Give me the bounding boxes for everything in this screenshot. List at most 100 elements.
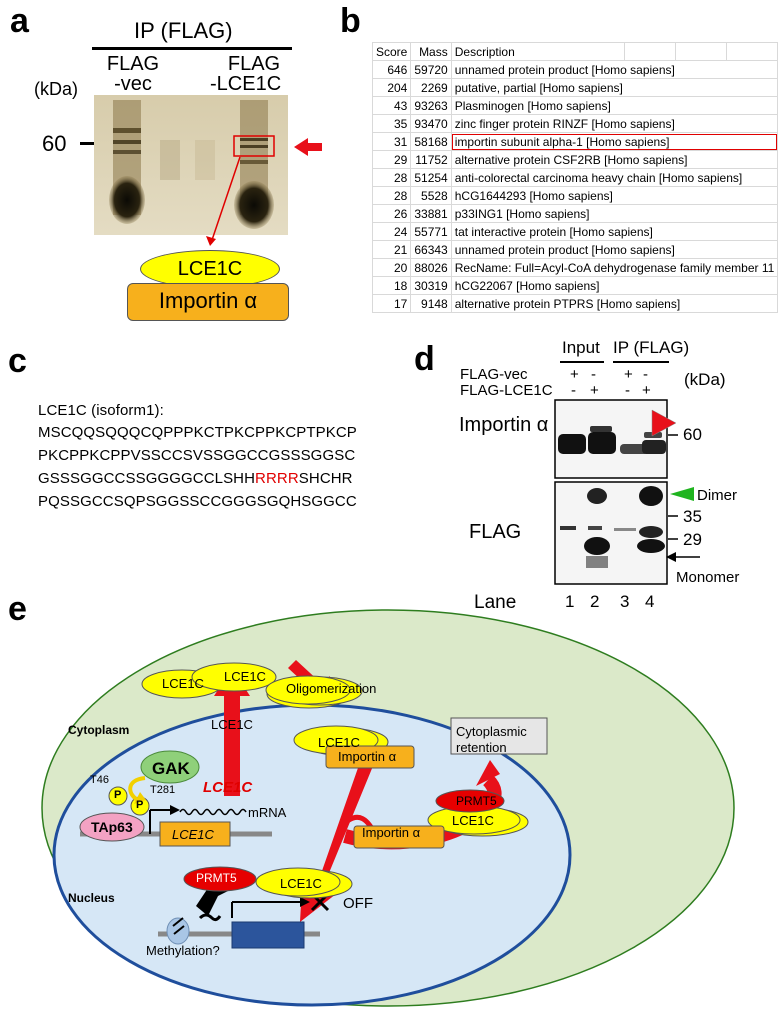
t281-label: T281 — [150, 784, 176, 796]
ip-bracket-line — [92, 47, 292, 50]
oligomerization-label: Oligomerization — [286, 681, 377, 696]
lce1c-complex-label: LCE1C — [318, 735, 360, 750]
western-blot-image — [554, 399, 668, 585]
lce1c-cyto-3: LCE1C — [211, 717, 253, 732]
importin-box-a — [127, 283, 289, 321]
importin-alpha-blot-label: Importin α — [459, 414, 549, 436]
table-cell-mass: 51254 — [410, 168, 452, 187]
table-cell-score: 20 — [371, 258, 412, 277]
table-cell-desc: alternative protein PTPRS [Homo sapiens] — [450, 294, 778, 313]
silver-gel-image — [94, 95, 322, 246]
sequence-line-1: MSCQQSQQQCQPPPKCTPKCPPKCPTPKCP — [38, 424, 357, 441]
sequence-line-3: GSSSGGCCSSGGGGCCLSHHRRRRSHCHR — [38, 470, 353, 487]
sign-r1-l1: + — [570, 366, 579, 383]
table-cell-score: 35 — [371, 114, 412, 133]
lce1c-cyto-2: LCE1C — [224, 669, 266, 684]
sign-r1-l4: - — [643, 366, 648, 383]
sign-r2-l4: + — [642, 382, 651, 399]
table-cell-desc: hCG1644293 [Homo sapiens] — [450, 186, 778, 205]
sequence-title: LCE1C (isoform1): — [38, 402, 164, 419]
importin-complex-label: Importin α — [338, 749, 397, 764]
table-cell-mass: 88026 — [410, 258, 452, 277]
table-cell-desc: unnamed protein product [Homo sapiens] — [450, 240, 778, 259]
ip-label: IP (FLAG) — [134, 18, 233, 43]
sequence-line-2: PKCPPKCPPVSSCCSVSSGGCCGSSSGGSC — [38, 447, 356, 464]
model-diagram — [41, 609, 735, 1007]
lane-flag-vec-line2: -vec — [114, 73, 152, 95]
table-cell-score: 21 — [371, 240, 412, 259]
p-label-1: P — [114, 789, 122, 801]
table-cell-score: 28 — [371, 168, 412, 187]
table-cell-score: 29 — [371, 150, 412, 169]
lce1c-cyto-1: LCE1C — [162, 676, 204, 691]
sequence-line-3-post: SHCHR — [298, 470, 353, 487]
table-header-cell: Score — [371, 42, 412, 61]
table-cell-desc: RecName: Full=Acyl-CoA dehydrogenase fam… — [450, 258, 778, 277]
table-cell-desc: Plasminogen [Homo sapiens] — [450, 96, 778, 115]
ip-bracket-line-d — [613, 361, 669, 363]
rrrr-motif: RRRR — [255, 470, 299, 487]
table-cell-mass: 11752 — [410, 150, 452, 169]
marker-60-tick — [80, 142, 96, 145]
table-header-cell: Description — [450, 42, 626, 61]
lane-3-label: 3 — [620, 592, 630, 611]
table-cell-mass: 93470 — [410, 114, 452, 133]
tap63-label: TAp63 — [91, 819, 133, 835]
table-cell-score: 17 — [371, 294, 412, 313]
table-cell-mass: 33881 — [410, 204, 452, 223]
table-cell-desc: unnamed protein product [Homo sapiens] — [450, 60, 778, 79]
monomer-label: Monomer — [676, 569, 740, 586]
p-label-2: P — [136, 799, 144, 811]
nucleus-label: Nucleus — [68, 891, 115, 905]
table-cell-desc: anti-colorectal carcinoma heavy chain [H… — [450, 168, 778, 187]
lane-flag-vec-line1: FLAG — [106, 53, 160, 75]
marker-29-d: 29 — [683, 530, 702, 549]
flag-lce1c-row-label: FLAG-LCE1C — [460, 382, 553, 399]
table-cell-mass: 93263 — [410, 96, 452, 115]
table-filler-cell — [675, 42, 728, 61]
sign-r2-l1: - — [571, 382, 576, 399]
lane-flag-lce1c-line2: -LCE1C — [210, 73, 282, 95]
table-cell-score: 24 — [371, 222, 412, 241]
table-cell-mass: 5528 — [410, 186, 452, 205]
panel-e-letter: e — [8, 590, 27, 628]
lane-4-label: 4 — [645, 592, 655, 611]
table-cell-mass: 2269 — [410, 78, 452, 97]
cytoplasmic-retention-label: Cytoplasmic retention — [456, 724, 527, 755]
lce1c-ellipse-a — [140, 250, 280, 288]
table-cell-desc: putative, partial [Homo sapiens] — [450, 78, 778, 97]
marker-60-label: 60 — [42, 131, 67, 156]
blot-markers — [651, 409, 700, 562]
t46-label: T46 — [90, 774, 109, 786]
table-cell-desc: tat interactive protein [Homo sapiens] — [450, 222, 778, 241]
table-cell-score: 18 — [371, 276, 412, 295]
table-cell-mass: 66343 — [410, 240, 452, 259]
input-label: Input — [562, 338, 600, 357]
table-cell-score: 646 — [371, 60, 412, 79]
sign-r1-l2: - — [591, 366, 596, 383]
table-cell-score: 28 — [371, 186, 412, 205]
panel-d-letter: d — [414, 340, 435, 378]
gak-label: GAK — [152, 759, 190, 778]
lane-2-label: 2 — [590, 592, 600, 611]
sign-r2-l3: - — [625, 382, 630, 399]
sign-r2-l2: + — [590, 382, 599, 399]
table-cell-desc: importin subunit alpha-1 [Homo sapiens] — [450, 132, 778, 151]
table-cell-desc: hCG22067 [Homo sapiens] — [450, 276, 778, 295]
cytoplasm-label: Cytoplasm — [68, 723, 130, 737]
kda-label-d: (kDa) — [684, 370, 726, 389]
lane-label: Lane — [474, 592, 517, 613]
table-cell-desc: zinc finger protein RINZF [Homo sapiens] — [450, 114, 778, 133]
